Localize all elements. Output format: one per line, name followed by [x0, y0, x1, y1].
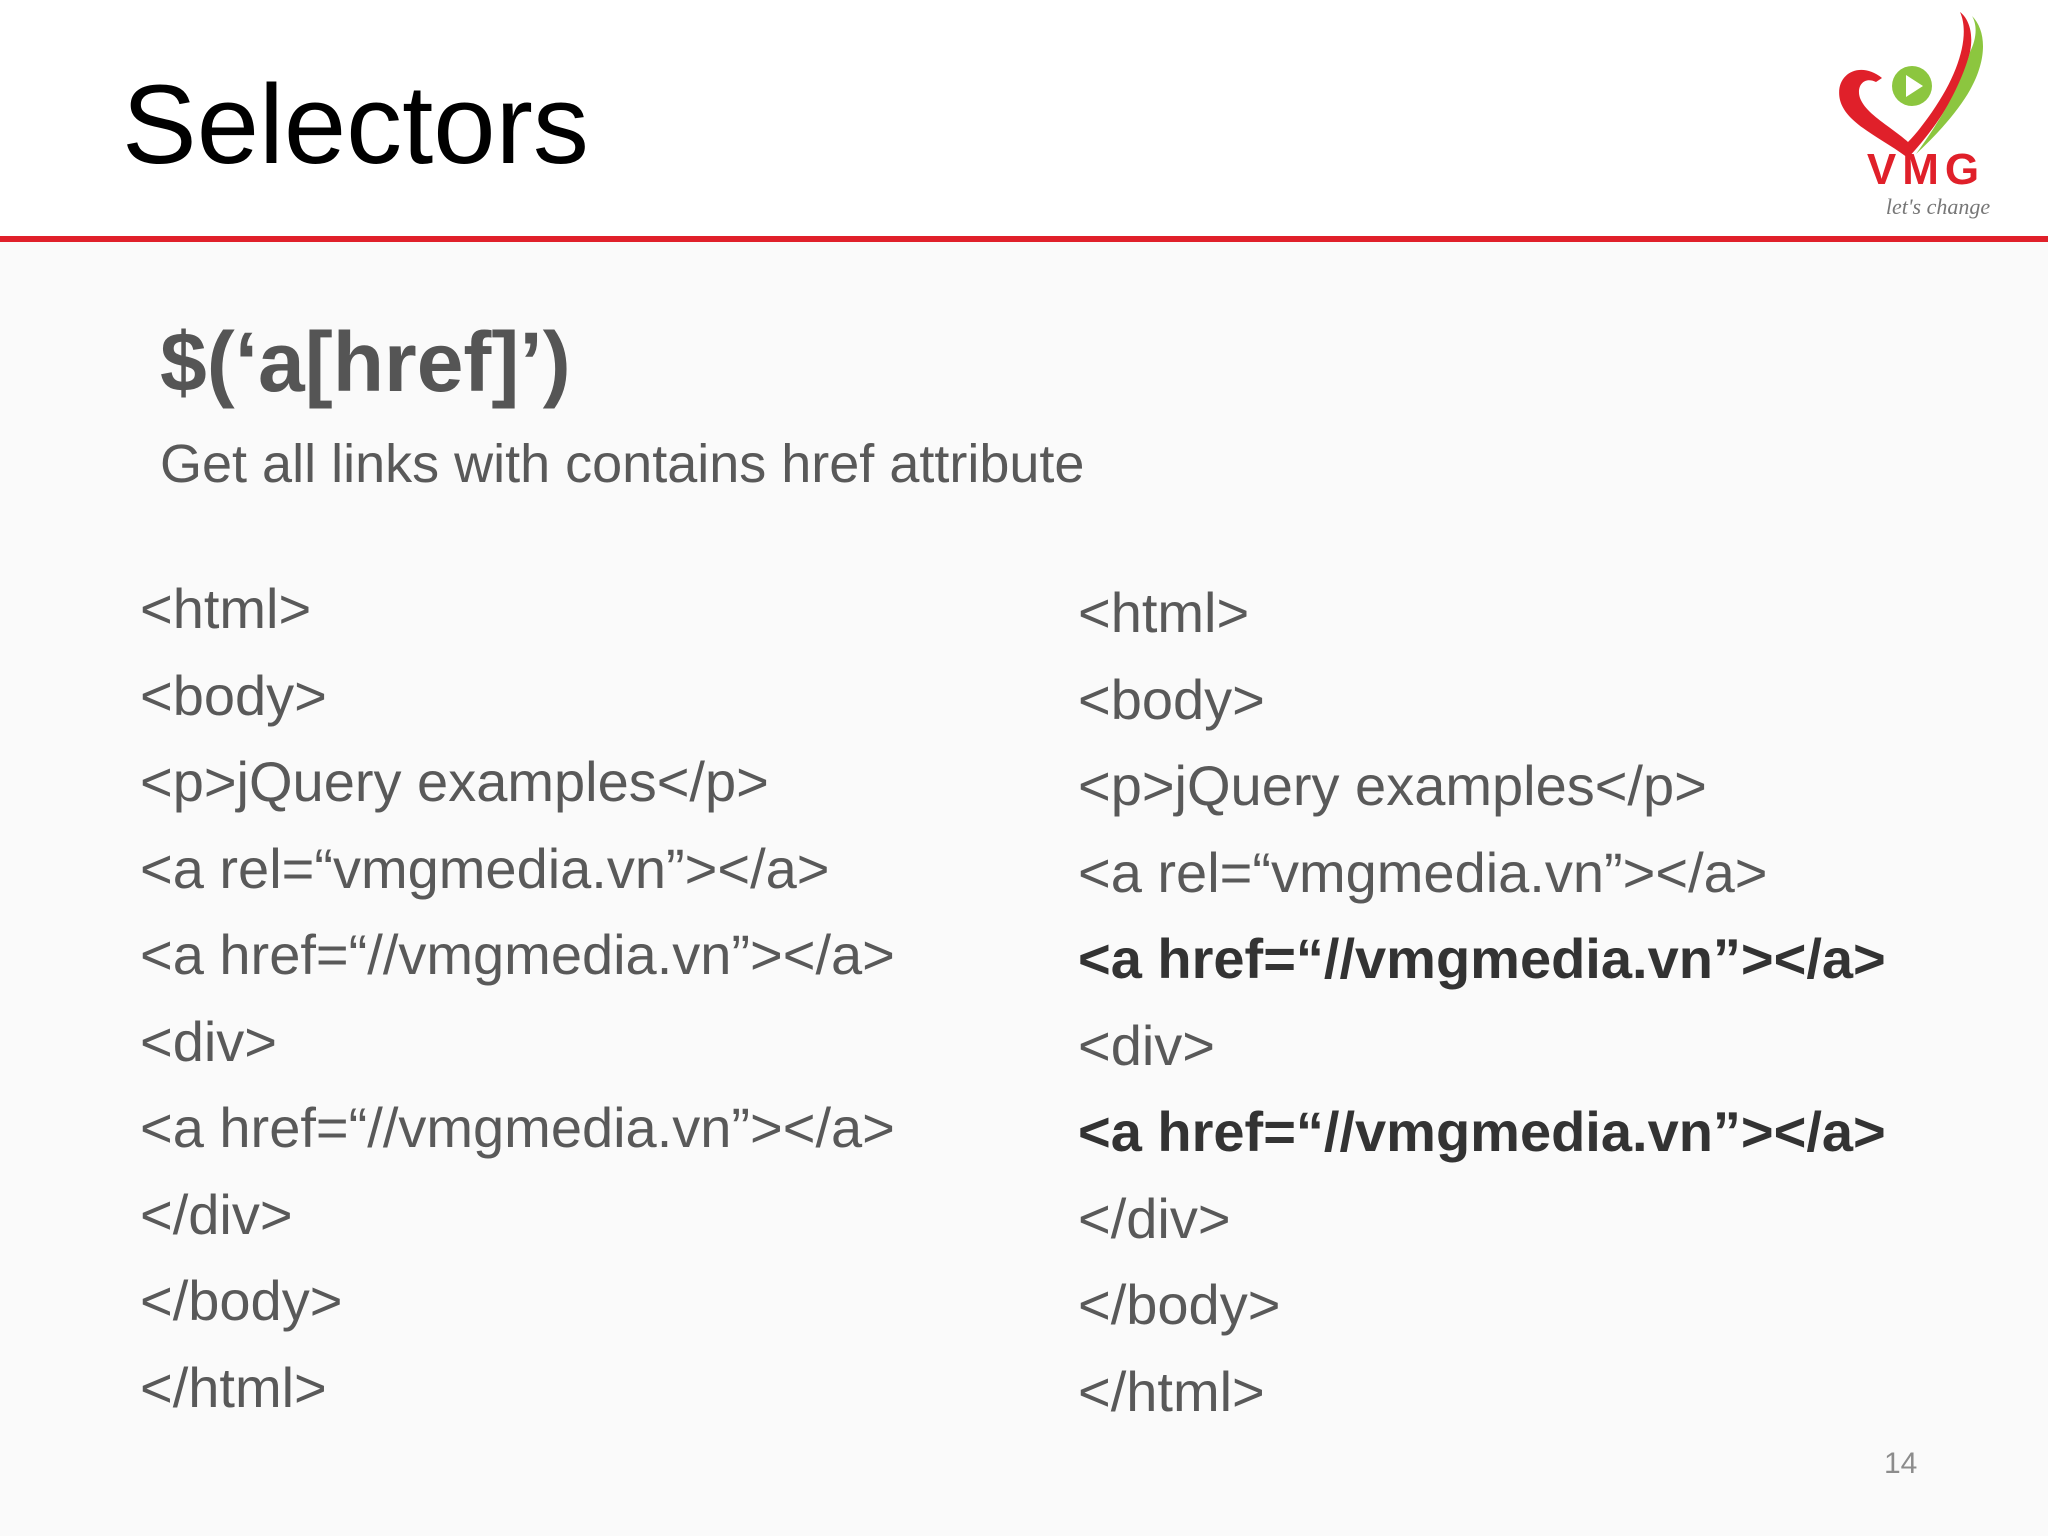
- code-line: </body>: [140, 1269, 343, 1332]
- code-line: <a rel=“vmgmedia.vn”></a>: [140, 836, 830, 900]
- code-line-selected: <a href=“//vmgmedia.vn”></a>: [1078, 1100, 1886, 1163]
- code-line: <a rel=“vmgmedia.vn”></a>: [1078, 840, 1768, 904]
- page-number: 14: [1884, 1447, 1918, 1480]
- code-line: <a href=“//vmgmedia.vn”></a>: [140, 1096, 895, 1159]
- code-line: <p>jQuery examples</p>: [1078, 754, 1707, 817]
- code-line: </body>: [1078, 1273, 1281, 1336]
- code-line: <html>: [140, 577, 312, 640]
- logo-tagline: let's change: [1886, 194, 1991, 219]
- code-line-selected: <a href=“//vmgmedia.vn”></a>: [1078, 927, 1886, 990]
- code-line: <body>: [140, 663, 327, 727]
- code-line: <body>: [1078, 667, 1265, 731]
- content-background: [0, 242, 2048, 1536]
- code-line: </div>: [140, 1182, 293, 1246]
- code-line: </html>: [1078, 1359, 1265, 1423]
- code-line: <div>: [1078, 1013, 1215, 1077]
- code-line: </div>: [1078, 1186, 1231, 1250]
- source-code-column: <html> <body> <p>jQuery examples</p> <a …: [140, 566, 895, 1431]
- selector-heading: $(‘a[href]’): [160, 315, 571, 409]
- selector-description: Get all links with contains href attribu…: [160, 434, 1085, 494]
- vmg-logo: VMG let's change: [1820, 8, 2036, 228]
- play-triangle-icon: [1906, 75, 1923, 97]
- leaf-swoosh-icon: [1916, 16, 1983, 154]
- result-code-column: <html> <body> <p>jQuery examples</p> <a …: [1078, 570, 1886, 1435]
- slide-title: Selectors: [122, 62, 589, 187]
- code-line: <p>jQuery examples</p>: [140, 750, 769, 813]
- logo-wordmark: VMG: [1867, 145, 1985, 194]
- code-line: </html>: [140, 1355, 327, 1419]
- title-divider: [0, 236, 2048, 242]
- code-line: <div>: [140, 1009, 277, 1073]
- vmg-logo-graphic: VMG let's change: [1839, 12, 1991, 219]
- code-line: <html>: [1078, 581, 1250, 644]
- heart-swoosh-icon: [1839, 12, 1972, 158]
- code-line: <a href=“//vmgmedia.vn”></a>: [140, 923, 895, 986]
